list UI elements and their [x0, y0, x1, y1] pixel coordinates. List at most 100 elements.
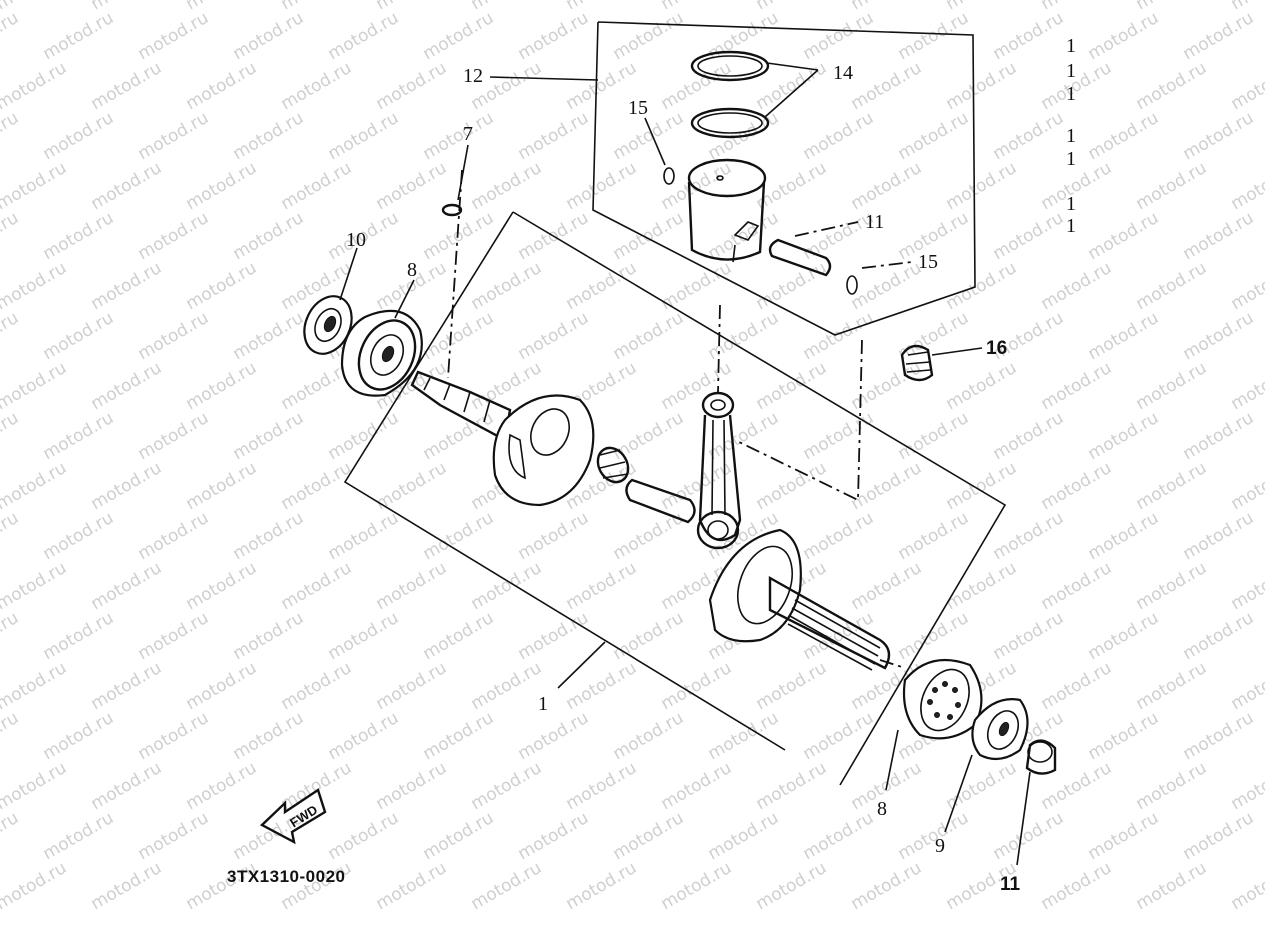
watermark: motod.ru	[1133, 58, 1211, 114]
callout-11-upper: 11	[865, 211, 884, 233]
watermark: motod.ru	[848, 358, 926, 414]
watermark: motod.ru	[420, 8, 498, 64]
watermark: motod.ru	[1133, 658, 1211, 714]
watermark: motod.ru	[373, 558, 451, 614]
watermark: motod.ru	[1085, 408, 1163, 464]
watermark: motod.ru	[1180, 408, 1258, 464]
callout-12: 12	[463, 65, 483, 87]
watermark: motod.ru	[848, 58, 926, 114]
watermark: motod.ru	[420, 308, 498, 364]
watermark: motod.ru	[610, 408, 688, 464]
watermark: motod.ru	[610, 808, 688, 864]
part-code-label: 3TX1310-0020	[227, 867, 345, 886]
watermark: motod.ru	[468, 158, 546, 214]
watermark: motod.ru	[135, 708, 213, 764]
watermark: motod.ru	[705, 708, 783, 764]
watermark: motod.ru	[1228, 58, 1265, 114]
bearing-left	[340, 309, 423, 397]
watermark: motod.ru	[420, 708, 498, 764]
watermark: motod.ru	[88, 58, 166, 114]
watermark: motod.ru	[183, 258, 261, 314]
watermark: motod.ru	[468, 558, 546, 614]
watermark: motod.ru	[990, 508, 1068, 564]
watermark: motod.ru	[1038, 658, 1116, 714]
watermark: motod.ru	[135, 308, 213, 364]
watermark: motod.ru	[705, 308, 783, 364]
watermark: motod.ru	[753, 658, 831, 714]
watermark: motod.ru	[88, 558, 166, 614]
watermark: motod.ru	[1133, 358, 1211, 414]
watermark: motod.ru	[563, 658, 641, 714]
watermark: motod.ru	[230, 108, 308, 164]
watermark: motod.ru	[0, 708, 22, 764]
watermark: motod.ru	[135, 8, 213, 64]
small-end-bearing	[900, 344, 983, 382]
watermark: motod.ru	[40, 808, 118, 864]
callout-16: 16	[986, 338, 1007, 359]
watermark: motod.ru	[0, 758, 70, 814]
watermark: motod.ru	[1133, 758, 1211, 814]
watermark: motod.ru	[1180, 8, 1258, 64]
watermark: motod.ru	[705, 8, 783, 64]
watermark: motod.ru	[1133, 558, 1211, 614]
callout-15-lower: 15	[918, 251, 938, 273]
callout-14: 14	[833, 62, 853, 84]
collar	[1025, 739, 1057, 775]
watermark: motod.ru	[943, 258, 1021, 314]
margin-mark: 1	[1066, 125, 1076, 147]
watermark: motod.ru	[515, 508, 593, 564]
watermark: motod.ru	[468, 758, 546, 814]
watermark: motod.ru	[1085, 8, 1163, 64]
watermark: motod.ru	[943, 558, 1021, 614]
watermark: motod.ru	[563, 558, 641, 614]
watermark: motod.ru	[40, 308, 118, 364]
watermark: motod.ru	[943, 458, 1021, 514]
watermark: motod.ru	[610, 608, 688, 664]
watermark: motod.ru	[230, 208, 308, 264]
watermark: motod.ru	[0, 808, 22, 864]
watermark: motod.ru	[753, 858, 831, 914]
watermark: motod.ru	[990, 108, 1068, 164]
watermark: motod.ru	[325, 408, 403, 464]
watermark: motod.ru	[325, 8, 403, 64]
watermark: motod.ru	[1038, 758, 1116, 814]
watermark: motod.ru	[1228, 458, 1265, 514]
watermark: motod.ru	[373, 758, 451, 814]
watermark: motod.ru	[420, 508, 498, 564]
callout-1: 1	[538, 693, 548, 715]
watermark: motod.ru	[0, 558, 70, 614]
crank-pin	[625, 478, 696, 524]
watermark: motod.ru	[610, 208, 688, 264]
watermark: motod.ru	[895, 608, 973, 664]
watermark: motod.ru	[88, 258, 166, 314]
watermark: motod.ru	[373, 58, 451, 114]
watermark: motod.ru	[1085, 608, 1163, 664]
watermark: motod.ru	[420, 608, 498, 664]
watermark: motod.ru	[278, 158, 356, 214]
watermark: motod.ru	[183, 358, 261, 414]
margin-mark: 1	[1066, 35, 1076, 57]
watermark: motod.ru	[895, 508, 973, 564]
watermark: motod.ru	[1228, 258, 1265, 314]
margin-mark: 1	[1066, 193, 1076, 215]
watermark: motod.ru	[990, 208, 1068, 264]
piston-pin	[768, 221, 859, 277]
watermark: motod.ru	[705, 808, 783, 864]
callout-10: 10	[346, 229, 366, 251]
watermark: motod.ru	[88, 458, 166, 514]
watermark: motod.ru	[420, 808, 498, 864]
watermark: motod.ru	[325, 508, 403, 564]
watermark: motod.ru	[325, 808, 403, 864]
piston-ring-upper	[690, 50, 770, 82]
watermark: motod.ru	[515, 808, 593, 864]
key-woodruff	[441, 144, 469, 217]
watermark: motod.ru	[990, 408, 1068, 464]
watermark: motod.ru	[895, 108, 973, 164]
watermark: motod.ru	[1133, 158, 1211, 214]
watermark: motod.ru	[0, 158, 70, 214]
watermark: motod.ru	[230, 8, 308, 64]
connecting-rod	[696, 391, 742, 550]
watermark: motod.ru	[325, 608, 403, 664]
watermark: motod.ru	[373, 858, 451, 914]
